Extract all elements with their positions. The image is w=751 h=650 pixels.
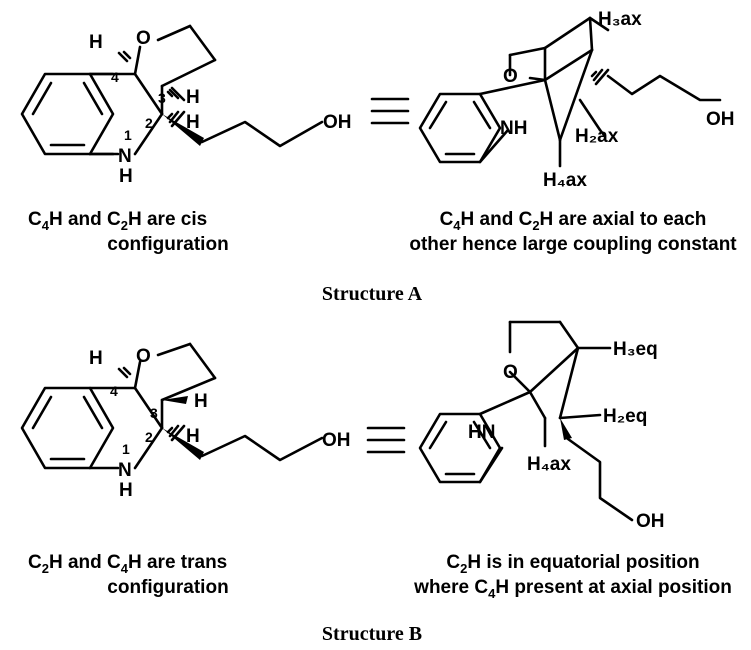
atom-o-furan-b: O [136, 346, 151, 367]
atom-h-c4: H [89, 32, 103, 53]
structure-b-left-molecule [20, 342, 324, 470]
atom-h-c2: H [186, 112, 200, 133]
atom-n-b: N [118, 460, 132, 481]
benzene-ring-a-3d [418, 92, 502, 164]
atom-nh-a-3d: NH [500, 118, 527, 139]
wedge-bond-b-c2 [162, 428, 204, 460]
hash-bond-a-3d [590, 68, 610, 86]
hash-bond-c4 [117, 50, 132, 63]
locant-2-b: 2 [145, 429, 153, 445]
benzene-ring-b [20, 386, 115, 470]
title-structure-b: Structure B [322, 623, 422, 645]
locant-2: 2 [145, 115, 153, 131]
wedge-bond-b-3d [560, 418, 572, 440]
atom-oh-b-right: OH [636, 511, 665, 532]
hash-bond-c3 [166, 86, 186, 102]
caption-a-right-line2: other hence large coupling constant [409, 234, 737, 255]
caption-b-left-line2: configuration [107, 577, 228, 598]
locant-3-b: 3 [150, 405, 158, 421]
equivalence-symbol-a [370, 97, 410, 125]
atom-oh-a-right: OH [706, 109, 735, 130]
atom-h-n: H [119, 166, 133, 187]
label-h3ax: H₃ax [598, 9, 642, 30]
locant-4: 4 [111, 69, 119, 85]
atom-o-a-3d: O [503, 66, 518, 87]
caption-b-right-line1: C2H is in equatorial position [446, 552, 699, 576]
caption-b-left-line1: C2H and C4H are trans [28, 552, 227, 576]
label-h2ax: H₂ax [575, 126, 619, 147]
propyl-chain-a-3d [606, 74, 722, 102]
atom-h-c3-b: H [194, 391, 208, 412]
caption-a-left-line2: configuration [107, 234, 228, 255]
hash-bond-b-c4 [117, 366, 132, 379]
atom-o-b-3d: O [503, 362, 518, 383]
caption-a-right-line1: C4H and C2H are axial to each [440, 209, 707, 233]
label-h4ax-a: H₄ax [543, 170, 587, 191]
atom-hn-b-3d: HN [468, 422, 495, 443]
propyl-chain-b [200, 434, 324, 462]
locant-1: 1 [124, 127, 132, 143]
atom-h-c3: H [186, 87, 200, 108]
atom-oh-a-left: OH [323, 112, 352, 133]
label-h2eq: H₂eq [603, 406, 647, 427]
atom-h-n-b: H [119, 480, 133, 501]
atom-o-furan: O [136, 28, 151, 49]
atom-oh-b-left: OH [322, 430, 351, 451]
locant-3: 3 [158, 90, 166, 106]
label-h3eq: H₃eq [613, 339, 658, 360]
locant-1-b: 1 [122, 441, 130, 457]
equivalence-symbol-b [366, 426, 406, 454]
benzene-ring-a [20, 72, 115, 156]
atom-n: N [118, 146, 132, 167]
caption-a-left-line1: C4H and C2H are cis [28, 209, 207, 233]
structure-a-right-molecule [418, 16, 722, 168]
structure-a-left-molecule [20, 24, 324, 156]
locant-4-b: 4 [110, 383, 118, 399]
label-h4ax-b: H₄ax [527, 454, 571, 475]
wedge-bond-b-c3 [162, 396, 188, 404]
structure-b-right-molecule [418, 320, 634, 522]
propyl-chain-a [200, 120, 324, 148]
propyl-chain-b-3d [566, 437, 634, 522]
wedge-bond-c2 [162, 114, 204, 146]
atom-h-c2-b: H [186, 426, 200, 447]
atom-h-c4-b: H [89, 348, 103, 369]
benzene-ring-b-3d [418, 412, 502, 484]
title-structure-a: Structure A [322, 283, 423, 305]
caption-b-right-line2: where C4H present at axial position [413, 577, 732, 601]
